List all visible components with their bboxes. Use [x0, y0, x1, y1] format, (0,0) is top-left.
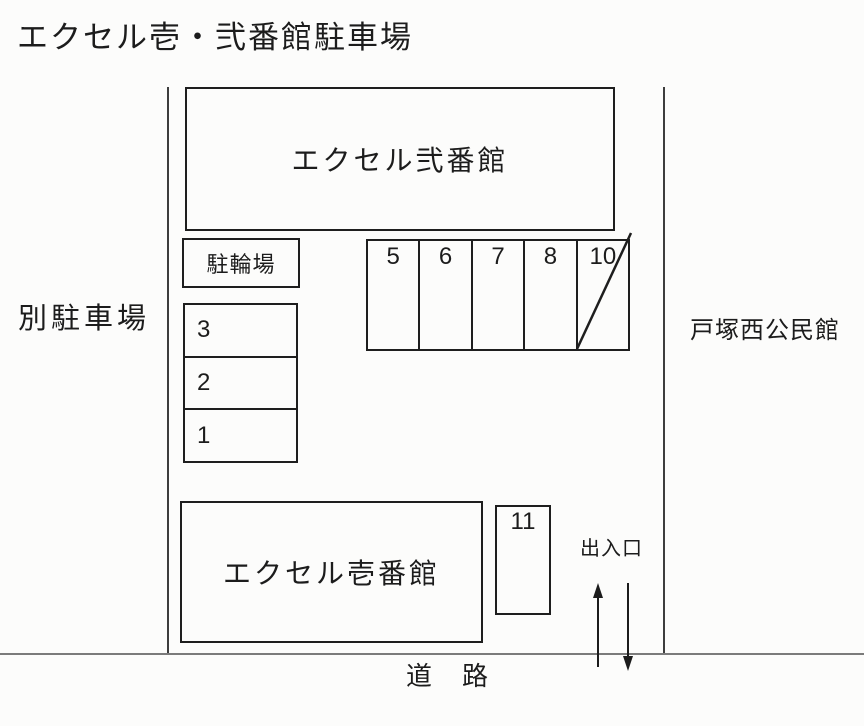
parking-column-3-2-1: 3 2 1	[183, 303, 298, 463]
parking-space-11: 11	[495, 505, 551, 615]
lot-left-border	[167, 87, 169, 655]
building-ni-bankan: エクセル弐番館	[185, 87, 615, 231]
building-ni-bankan-label: エクセル弐番館	[291, 145, 509, 176]
building-ichi-bankan: エクセル壱番館	[180, 501, 483, 643]
parking-space-3: 3	[185, 305, 296, 358]
parking-space-6: 6	[420, 241, 473, 349]
road-label: 道 路	[406, 661, 491, 691]
building-ichi-bankan-label: エクセル壱番館	[222, 558, 440, 589]
parking-row-5-to-10: 5 6 7 8 10	[366, 239, 630, 351]
parking-space-1: 1	[197, 421, 211, 449]
road-line	[0, 653, 864, 655]
parking-space-10: 10	[589, 243, 617, 270]
bicycle-parking-label: 駐輪場	[206, 252, 276, 277]
other-parking-label: 別駐車場	[18, 303, 151, 335]
bicycle-parking-area: 駐輪場	[182, 238, 300, 288]
parking-space-8: 8	[525, 241, 578, 349]
parking-space-5: 5	[368, 241, 421, 349]
parking-space-2: 2	[185, 358, 296, 411]
lot-right-border	[663, 87, 665, 655]
community-center-label: 戸塚西公民館	[690, 317, 840, 344]
parking-space-7: 7	[473, 241, 526, 349]
page-title: エクセル壱・弐番館駐車場	[17, 20, 413, 55]
exit-down-arrow	[623, 583, 633, 671]
entrance-exit-label: 出入口	[580, 538, 643, 560]
